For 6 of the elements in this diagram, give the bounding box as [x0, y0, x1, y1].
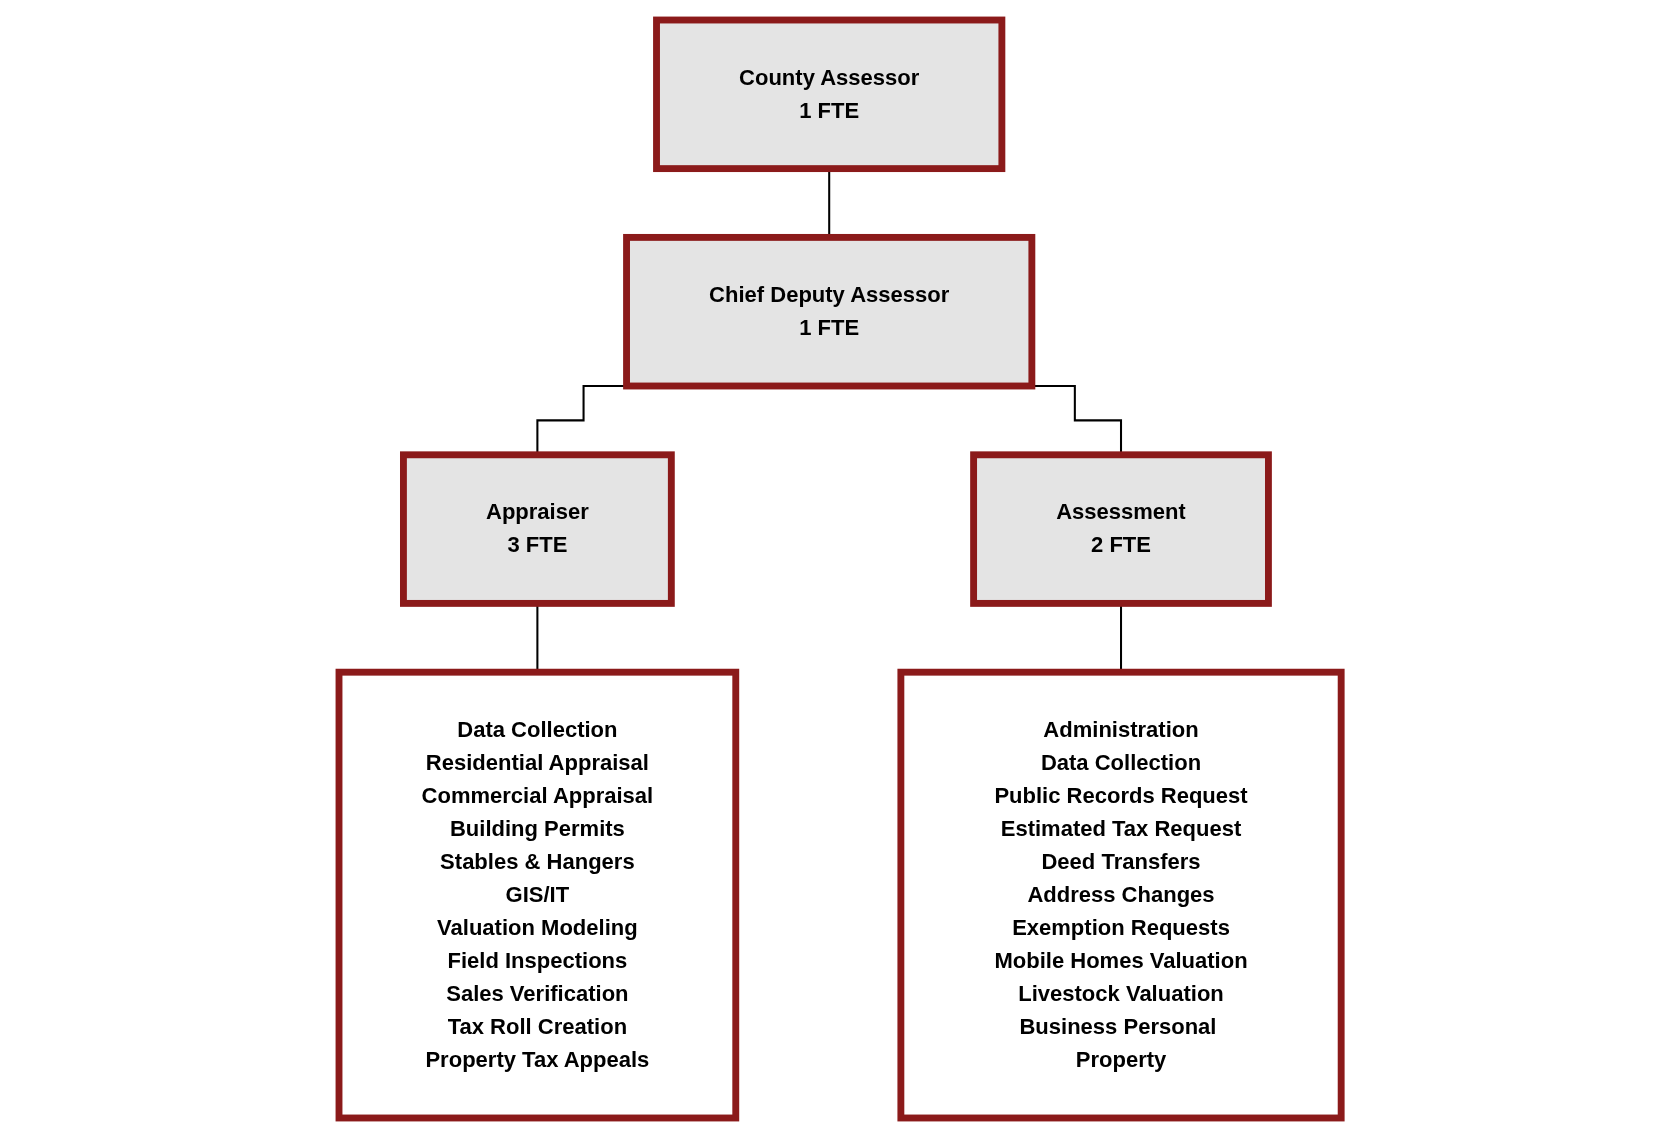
node-box: Administration Data Collection Public Records Request Estimated Tax Request Deed Transfers Address Changes Exemption Requests Mobile Homes Valuation Livestock Valuation Business Personal Property — [897, 668, 1345, 1122]
node-box: County Assessor 1 FTE — [653, 16, 1006, 173]
node-box: Appraiser 3 FTE — [399, 451, 675, 607]
node-box: Chief Deputy Assessor 1 FTE — [623, 233, 1036, 390]
node-box: Data Collection Residential Appraisal Commercial Appraisal Building Permits Stables & Hangers GIS/IT Valuation Modeling Field Inspections Sales Verification Tax Roll Creation Property Tax Appeals — [335, 668, 740, 1122]
node-box: Assessment 2 FTE — [970, 451, 1272, 607]
